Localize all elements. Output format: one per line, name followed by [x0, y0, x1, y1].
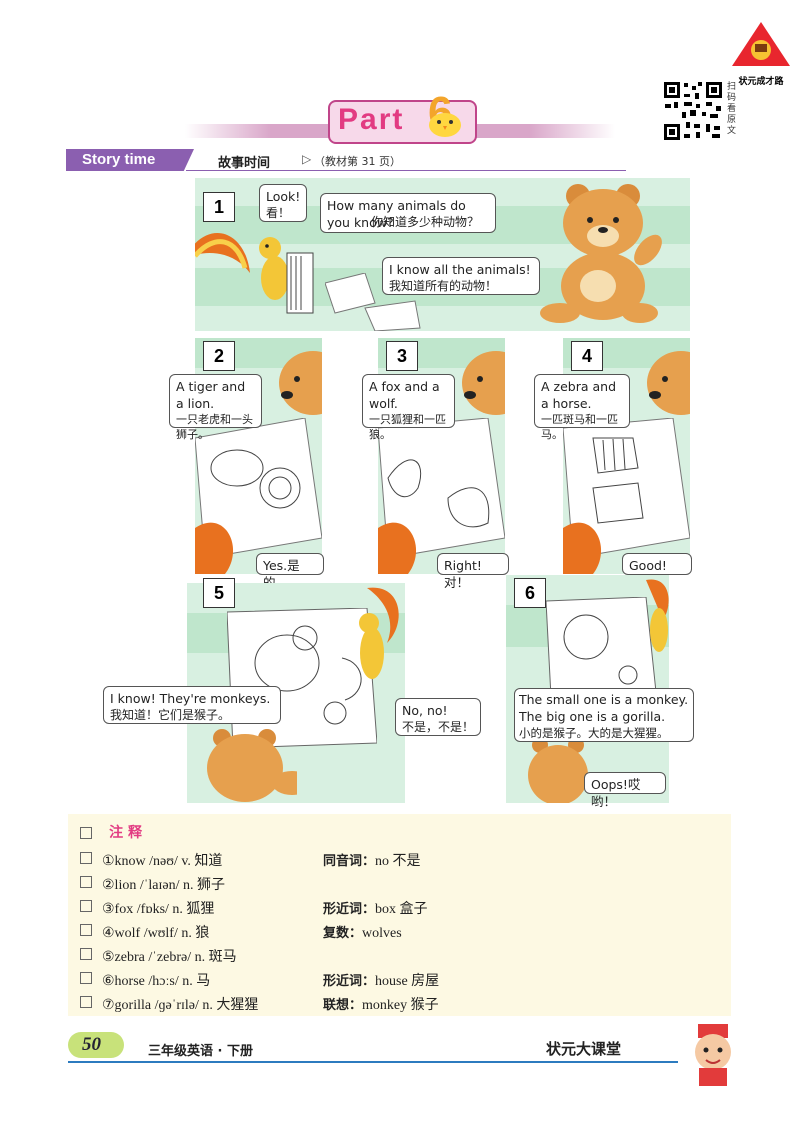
section-subtitle: 故事时间	[218, 156, 271, 171]
section-title-tab: Story time	[66, 149, 194, 171]
squirrel-peek	[646, 579, 669, 652]
squirrel-character	[195, 232, 314, 314]
bubble-zebra-horse: A zebra and a horse. 一匹斑马和一匹马。	[534, 374, 630, 441]
panel-number-1: 1	[203, 192, 235, 222]
notes-title: 注 释	[80, 822, 142, 842]
footer-brand: 状元大课堂	[546, 1040, 622, 1058]
bear-peek	[647, 351, 690, 415]
bubble-know-all: I know all the animals! 我知道所有的动物！	[382, 257, 540, 295]
footer-bar: 50 三年级英语 · 下册 状元大课堂	[68, 1032, 678, 1063]
bear-peek	[279, 351, 322, 415]
note-row-1: ①know /nəʊ/ v. 知道同音词：no 不是	[80, 850, 421, 872]
section-underline	[186, 170, 626, 171]
panel-number-5: 5	[203, 578, 235, 608]
panel-number-2: 2	[203, 341, 235, 371]
note-row-3: ③fox /fɒks/ n. 狐狸形近词：box 盒子	[80, 898, 428, 920]
bubble-monkeys: I know! They're monkeys. 我知道！它们是猴子。	[103, 686, 281, 724]
note-checkbox	[80, 826, 92, 839]
qr-side-text: 扫码看原文	[727, 82, 737, 136]
qr-code-icon	[662, 80, 724, 142]
note-row-4: ④wolf /wʊlf/ n. 狼复数：wolves	[80, 922, 402, 944]
section-ref: （教材第 31 页）	[314, 155, 401, 168]
bubble-tiger-lion: A tiger and a lion. 一只老虎和一头狮子。	[169, 374, 262, 441]
brand-logo: 状元成才路	[730, 20, 792, 87]
note-row-6: ⑥horse /hɔːs/ n. 马形近词：house 房屋	[80, 970, 439, 992]
bear-back	[528, 737, 588, 803]
panel-number-6: 6	[514, 578, 546, 608]
bubble-no-no: No, no! 不是，不是！	[395, 698, 481, 736]
note-row-2: ②lion /ˈlaɪən/ n. 狮子	[80, 874, 225, 896]
bubble-right: Right!对！	[437, 553, 509, 590]
brand-logo-icon	[732, 22, 790, 66]
zebra-horse-drawing	[563, 418, 690, 574]
part-title: Part 6	[328, 88, 477, 144]
footer-rule	[68, 1061, 678, 1063]
panel-number-3: 3	[386, 341, 418, 371]
bubble-how-many: How many animals do you know? 你知道多少种动物？	[320, 193, 496, 233]
squirrel-peek	[359, 587, 399, 679]
scattered-paper	[325, 273, 421, 331]
panel-number-4: 4	[571, 341, 603, 371]
fox-wolf-drawing	[378, 418, 505, 574]
bear-peek	[462, 351, 505, 415]
bubble-good: Good!好！	[622, 553, 692, 590]
book-title: 三年级英语 · 下册	[148, 1044, 253, 1059]
bear-character	[540, 184, 662, 323]
mascot-icon	[695, 1024, 731, 1086]
notes-box: 注 释	[68, 814, 731, 1016]
qr-code[interactable]	[662, 80, 724, 142]
bear-back	[207, 729, 297, 802]
section-header: Story time 故事时间 ▷ （教材第 31 页）	[66, 149, 626, 171]
section-title: Story time	[82, 151, 156, 168]
bubble-monkey-gorilla: The small one is a monkey. The big one i…	[514, 688, 694, 742]
play-icon: ▷	[302, 152, 312, 166]
bubble-yes: Yes.是的。	[256, 553, 324, 590]
part-word: Part	[338, 103, 405, 136]
page-number-badge: 50	[68, 1032, 124, 1058]
note-row-7: ⑦gorilla /ɡəˈrɪlə/ n. 大猩猩联想：monkey 猴子	[80, 994, 439, 1016]
monkey-gorilla-drawing	[546, 597, 656, 697]
bubble-look: Look! 看！	[259, 184, 307, 222]
bubble-oops: Oops!哎哟！	[584, 772, 666, 809]
page-number: 50	[82, 1034, 101, 1055]
bubble-fox-wolf: A fox and a wolf. 一只狐狸和一匹狼。	[362, 374, 455, 441]
brand-top-text: 状元成才路	[738, 77, 784, 87]
note-row-5: ⑤zebra /ˈzebrə/ n. 斑马	[80, 946, 237, 968]
chick-icon	[429, 113, 461, 137]
tiger-lion-drawing	[195, 418, 322, 574]
